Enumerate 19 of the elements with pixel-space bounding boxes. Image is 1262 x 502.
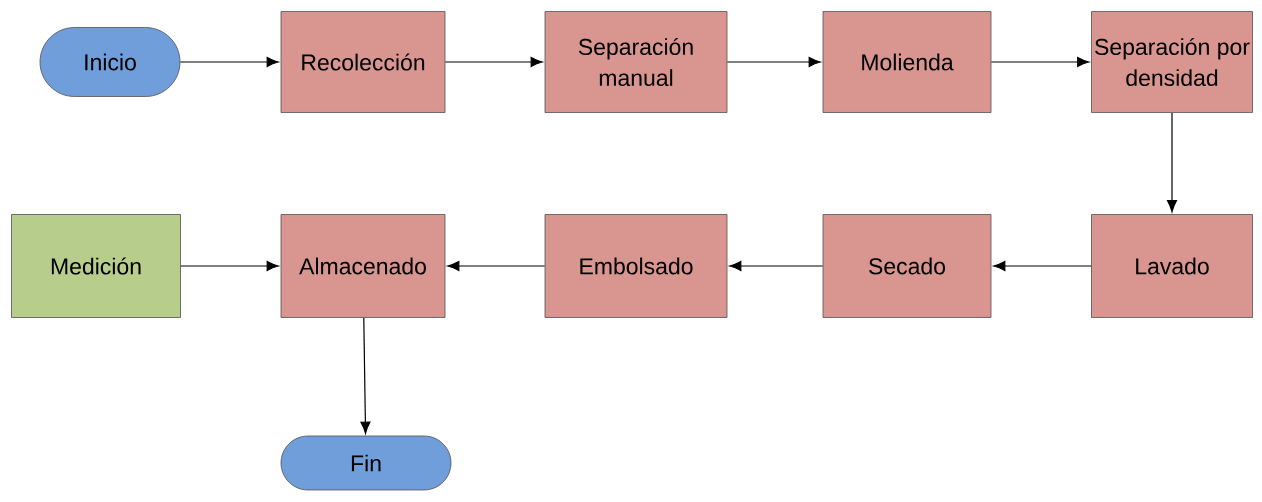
process-box: Molienda — [822, 11, 992, 113]
arrow — [726, 56, 821, 68]
process-box: Recolección — [280, 11, 446, 113]
arrow — [1166, 112, 1178, 213]
process-box: Almacenado — [280, 214, 446, 318]
process-box: Embolsado — [544, 214, 728, 318]
process-box: Secado — [822, 214, 992, 318]
process-box: Separación por densidad — [1091, 11, 1253, 113]
arrow — [180, 260, 279, 272]
process-box: Lavado — [1091, 214, 1253, 318]
arrow — [444, 56, 543, 68]
arrow — [179, 56, 279, 68]
arrow — [447, 260, 546, 272]
arrow — [360, 317, 371, 434]
arrow — [993, 260, 1092, 272]
arrow — [990, 56, 1090, 68]
process-box: Separación manual — [544, 11, 728, 113]
process-box: Medición — [11, 214, 181, 318]
arrow — [729, 260, 824, 272]
